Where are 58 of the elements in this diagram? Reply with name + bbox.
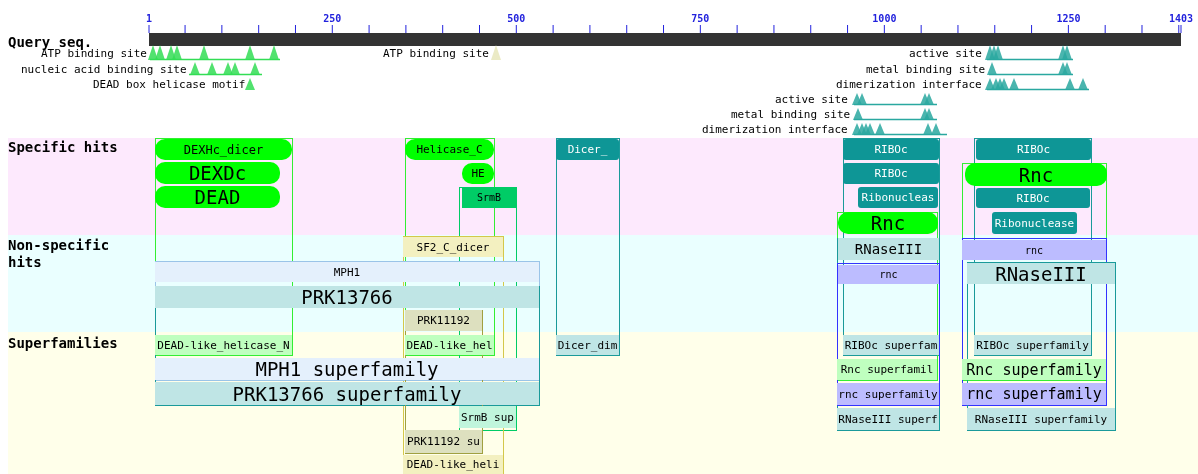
tick-label: 1000 bbox=[872, 12, 897, 25]
domain-bar: PRK13766 bbox=[155, 286, 539, 308]
domain-bar: RNaseIII superfamily bbox=[967, 408, 1115, 430]
tick-label: 1403 bbox=[1169, 12, 1194, 25]
domain-bar: RNaseIII superf bbox=[837, 408, 939, 430]
site-label: ATP binding site bbox=[383, 47, 489, 60]
domain-bar: MPH1 bbox=[155, 262, 539, 282]
domain-bar: RIBOc superfamily bbox=[974, 335, 1091, 355]
tick-label: 500 bbox=[507, 12, 526, 25]
domain-bar: RNaseIII bbox=[967, 263, 1115, 284]
domain-bar: Ribonuclease bbox=[992, 212, 1077, 234]
tick-label: 750 bbox=[691, 12, 710, 25]
domain-bar: Helicase_C bbox=[405, 139, 494, 160]
domain-bar: Rnc bbox=[965, 163, 1107, 186]
site-label: dimerization interface bbox=[702, 123, 848, 136]
domain-bar: Dicer_ bbox=[556, 139, 619, 160]
tick-label: 1250 bbox=[1056, 12, 1081, 25]
site-label: active site bbox=[909, 47, 982, 60]
row-heading: Query seq. bbox=[8, 34, 93, 50]
domain-bar: DEAD bbox=[155, 186, 280, 208]
domain-bar: Dicer_dim bbox=[556, 335, 619, 355]
site-label: DEAD box helicase motif bbox=[93, 78, 246, 91]
domain-bar: PRK13766 superfamily bbox=[155, 382, 539, 405]
site-label: active site bbox=[775, 93, 848, 106]
domain-bar: RIBOc bbox=[976, 188, 1090, 208]
domain-bar: DEXDc bbox=[155, 162, 280, 184]
domain-bar: MPH1 superfamily bbox=[155, 358, 539, 380]
row-heading: Non-specific hits bbox=[8, 237, 111, 271]
row-heading: Specific hits bbox=[8, 139, 119, 156]
site-label: dimerization interface bbox=[836, 78, 982, 91]
domain-bar: Rnc bbox=[838, 212, 938, 234]
domain-bar: rnc bbox=[962, 240, 1106, 260]
domain-bar: RIBOc bbox=[976, 139, 1091, 160]
domain-bar: RNaseIII bbox=[838, 238, 939, 260]
domain-bar: RIBOc bbox=[843, 139, 939, 160]
site-label: nucleic acid binding site bbox=[21, 63, 187, 76]
domain-bar: SF2_C_dicer bbox=[403, 237, 503, 257]
domain-bar: PRK11192 su bbox=[405, 430, 482, 453]
domain-bar: PRK11192 bbox=[405, 310, 482, 331]
domain-bar: DEAD-like_helicase_N bbox=[155, 335, 292, 355]
domain-bar: rnc bbox=[838, 265, 939, 284]
domain-bar: DEXHc_dicer bbox=[155, 139, 292, 160]
domain-bar: Ribonucleas bbox=[858, 187, 938, 208]
domain-bar: DEAD-like_heli bbox=[403, 455, 503, 474]
domain-bar: SrmB bbox=[462, 187, 516, 208]
domain-bar: Rnc superfamily bbox=[962, 359, 1106, 380]
tick-label: 250 bbox=[323, 12, 342, 25]
domain-bar: RIBOc superfam bbox=[843, 335, 939, 355]
domain-bar: RIBOc bbox=[843, 163, 939, 184]
domain-bar: DEAD-like_hel bbox=[405, 335, 494, 355]
tick-label: 1 bbox=[146, 12, 153, 25]
domain-bar: SrmB sup bbox=[459, 406, 516, 428]
row-heading: Superfamilies bbox=[8, 335, 119, 352]
domain-bar: rnc superfamily bbox=[962, 383, 1106, 405]
site-label: metal binding site bbox=[866, 63, 986, 76]
domain-bar: rnc superfamily bbox=[837, 383, 939, 405]
domain-bar: Rnc superfamil bbox=[837, 359, 937, 380]
site-label: metal binding site bbox=[731, 108, 851, 121]
